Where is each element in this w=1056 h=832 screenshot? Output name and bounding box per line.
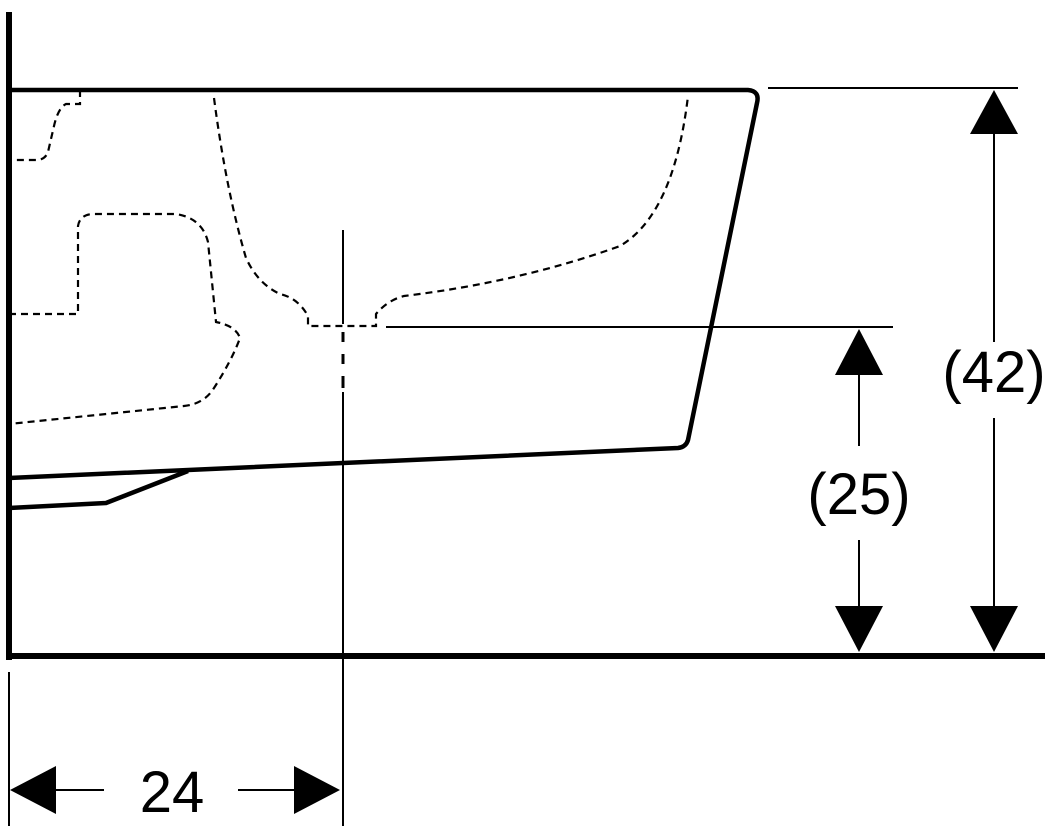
bowl-bottom-foot: [8, 468, 189, 511]
arrow-left-head: [10, 766, 56, 814]
mounting-surfaces: [6, 12, 1045, 660]
dimension-outlet-height: (25): [807, 329, 911, 652]
arrow-right-head: [294, 766, 340, 814]
trap-contour: [8, 212, 242, 426]
dimension-label-total-height: (42): [942, 340, 1045, 405]
arrow-up-head: [835, 329, 883, 375]
bowl-top-front-contour: [8, 87, 760, 481]
arrow-down-head: [970, 606, 1018, 652]
dimension-outlet-distance: 24: [10, 760, 340, 825]
arrow-up-head: [970, 90, 1018, 134]
inner-bowl-contour: [212, 95, 690, 328]
dimension-label-outlet-distance: 24: [140, 760, 205, 825]
extension-lines: [8, 87, 1018, 826]
dimension-total-height: (42): [942, 90, 1046, 652]
dimension-label-outlet-height: (25): [807, 462, 910, 527]
hidden-inner-contours: [8, 90, 690, 426]
bowl-outline: [8, 87, 760, 511]
arrow-down-head: [835, 606, 883, 652]
rim-channel-contour: [9, 90, 82, 162]
